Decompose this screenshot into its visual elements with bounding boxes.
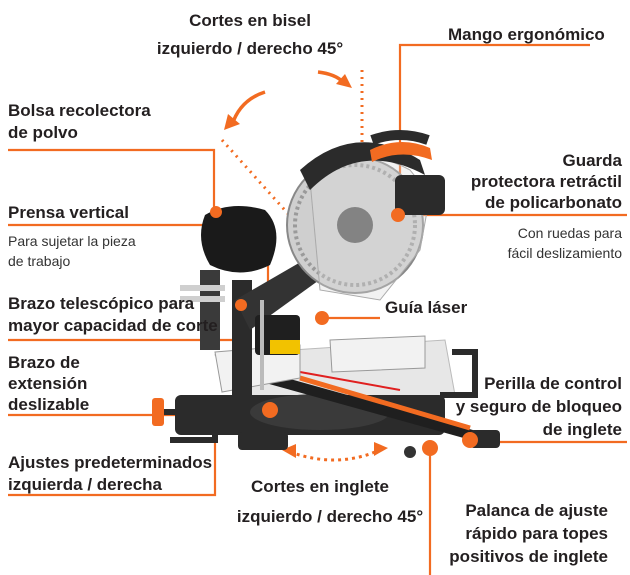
clamp-sub-line1: Para sujetar la pieza (8, 233, 136, 249)
clamp-sub-line2: de trabajo (8, 253, 71, 269)
lever-label-line3: positivos de inglete (449, 547, 608, 566)
dust-bag-label-line1: Bolsa recolectora (8, 101, 151, 120)
dust-bag (201, 206, 277, 273)
guard-label-line3: de policarbonato (485, 193, 622, 212)
telescopic-label-line2: mayor capacidad de corte (8, 316, 218, 335)
knob-label-line1: Perilla de control (484, 374, 622, 393)
bevel-label-line2: izquierdo / derecho 45° (156, 39, 344, 58)
lever-label-line1: Palanca de ajuste (465, 501, 608, 520)
blade-assembly (286, 130, 445, 301)
leader-dust-bag (8, 148, 216, 210)
extension-label-line1: Brazo de (8, 353, 80, 372)
bevel-arrow-icon (224, 70, 352, 130)
dust-bag-label-line2: de polvo (8, 123, 78, 142)
handle-label: Mango ergonómico (448, 25, 605, 44)
miter-arrow-icon (282, 442, 388, 462)
presets-label-line1: Ajustes predeterminados (8, 453, 213, 472)
guard-label-line1: Guarda (562, 151, 622, 170)
saw-arm (180, 245, 340, 400)
miter-label-line1: Cortes en inglete (251, 477, 389, 496)
lever-label-line2: rápido para topes (465, 524, 608, 543)
extension-label-line3: deslizable (8, 395, 90, 414)
knob-label-line2: y seguro de bloqueo (455, 397, 622, 416)
telescopic-label-line1: Brazo telescópico para (8, 294, 195, 313)
saw-base (152, 335, 500, 458)
miter-label-line2: izquierdo / derecho 45° (236, 507, 424, 526)
knob-label-line3: de inglete (542, 420, 622, 439)
clamp-label: Prensa vertical (8, 203, 129, 222)
leader-presets (8, 430, 217, 497)
bevel-label-line1: Cortes en bisel (189, 11, 311, 30)
guard-label-line2: protectora retráctil (470, 172, 622, 191)
bevel-dotted-line-left (220, 138, 327, 257)
laser-label: Guía láser (385, 298, 468, 317)
guard-sub-line1: Con ruedas para (517, 225, 622, 241)
extension-label-line2: extensión (8, 374, 88, 393)
presets-label-line2: izquierda / derecha (8, 475, 162, 494)
guard-sub-line2: fácil deslizamiento (507, 245, 622, 261)
